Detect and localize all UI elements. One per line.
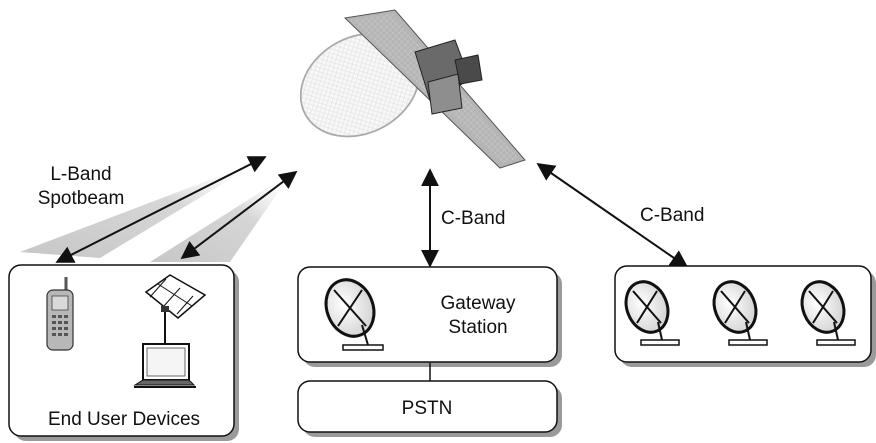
cband-right-label: C-Band <box>640 205 704 226</box>
satellite-dish-icon <box>712 280 768 346</box>
lband-beams <box>20 156 298 263</box>
cell-phone-icon <box>46 277 74 351</box>
cband-gateway-label: C-Band <box>441 208 505 229</box>
gateway-label-line1: Gateway <box>441 293 516 314</box>
cband-right-link <box>536 162 689 269</box>
satellite-dish-icon <box>324 278 384 351</box>
pstn-box <box>297 380 562 437</box>
satellite-dish-icon <box>624 280 680 346</box>
lband-label-line2: Spotbeam <box>38 188 125 209</box>
gateway-label-line2: Station <box>448 317 507 338</box>
lband-label-line1: L-Band <box>50 164 111 185</box>
flat-panel-antenna-icon <box>144 274 207 344</box>
laptop-icon <box>133 343 196 388</box>
pstn-label: PSTN <box>402 398 453 419</box>
end-user-devices-label: End User Devices <box>48 409 200 430</box>
satellite-icon <box>299 9 526 169</box>
satellite-dish-icon <box>800 280 856 346</box>
